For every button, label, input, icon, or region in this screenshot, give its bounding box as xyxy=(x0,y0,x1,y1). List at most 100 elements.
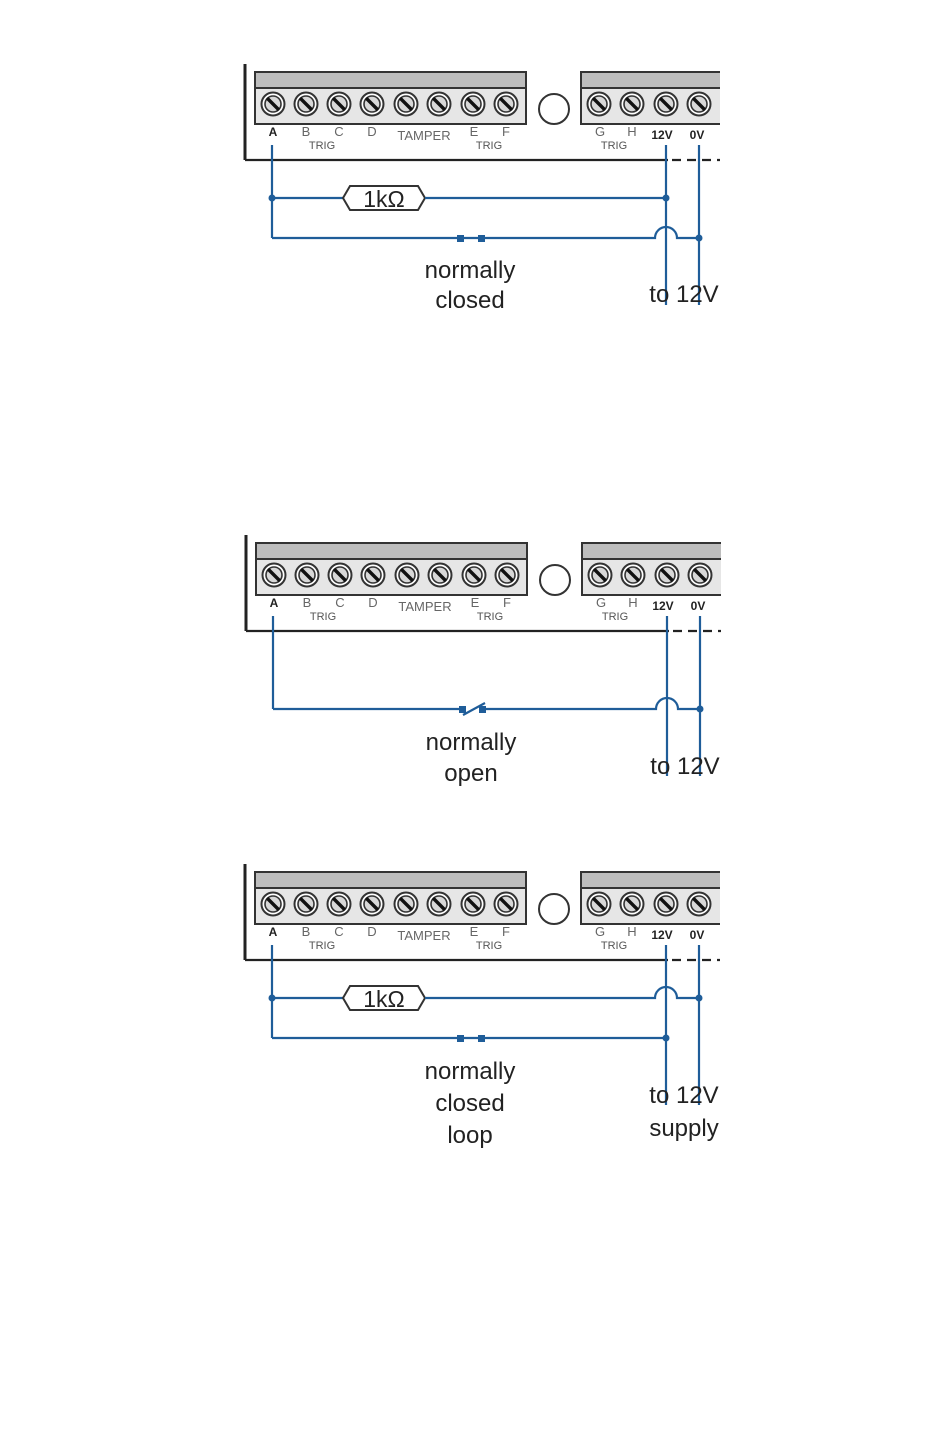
terminal-label-f: F xyxy=(502,924,510,939)
terminal-screw-icon xyxy=(589,564,612,587)
terminal-label-b: B xyxy=(302,124,311,139)
terminal-screw-icon xyxy=(495,893,518,916)
terminal-label-trig-bc: TRIG xyxy=(309,140,335,152)
terminal-label-g: G xyxy=(596,595,606,610)
terminal-screw-icon xyxy=(496,564,519,587)
terminal-screw-icon xyxy=(329,564,352,587)
terminal-screw-icon xyxy=(429,564,452,587)
terminal-screw-icon xyxy=(362,564,385,587)
terminal-label-trig-gh: TRIG xyxy=(601,940,627,952)
junction-dot xyxy=(663,1035,670,1042)
junction-dot xyxy=(696,235,703,242)
terminal-screw-icon xyxy=(428,93,451,116)
terminal-label-e: E xyxy=(470,124,479,139)
terminal-label-f: F xyxy=(502,124,510,139)
terminal-screw-icon xyxy=(688,893,711,916)
mounting-hole-icon xyxy=(540,565,570,595)
terminal-screw-icon xyxy=(462,93,485,116)
terminal-label-12v: 12V xyxy=(651,928,672,942)
terminal-screw-icon xyxy=(328,893,351,916)
terminal-block-right xyxy=(582,543,721,595)
terminal-label-12v: 12V xyxy=(652,599,673,613)
supply-label: to 12V xyxy=(650,753,719,780)
resistor-label: 1kΩ xyxy=(363,186,405,212)
terminal-block-left xyxy=(255,72,526,124)
terminal-label-d: D xyxy=(367,124,376,139)
terminal-screw-icon xyxy=(295,93,318,116)
contact-label-line1: normally xyxy=(426,729,517,756)
terminal-label-b: B xyxy=(303,595,312,610)
terminal-label-trig-ef: TRIG xyxy=(476,140,502,152)
terminal-label-h: H xyxy=(628,595,637,610)
terminal-label-c: C xyxy=(334,124,343,139)
terminal-screw-icon xyxy=(328,93,351,116)
contact-label-line2: closed xyxy=(435,287,504,314)
supply-label: to 12V xyxy=(649,281,718,308)
supply-label-line1: to 12V xyxy=(649,1082,718,1109)
contact-normally-open xyxy=(459,703,486,715)
terminal-label-e: E xyxy=(471,595,480,610)
terminal-block-left xyxy=(256,543,527,595)
terminal-block-right xyxy=(581,872,720,924)
terminal-block-left xyxy=(255,872,526,924)
terminal-screw-icon xyxy=(588,93,611,116)
terminal-label-tamper: TAMPER xyxy=(398,599,451,614)
terminal-label-e: E xyxy=(470,924,479,939)
terminal-label-0v: 0V xyxy=(690,928,705,942)
terminal-screw-icon xyxy=(621,93,644,116)
terminal-screw-icon xyxy=(689,564,712,587)
terminal-screw-icon xyxy=(462,893,485,916)
junction-dot xyxy=(696,995,703,1002)
terminal-screw-icon xyxy=(361,893,384,916)
contact-normally-closed xyxy=(457,235,485,242)
resistor-1k: 1kΩ xyxy=(343,986,425,1012)
contact-label-line3: loop xyxy=(447,1122,492,1149)
terminal-screw-icon xyxy=(361,93,384,116)
contact-label-line1: normally xyxy=(425,257,516,284)
junction-dot xyxy=(697,706,704,713)
terminal-label-a: A xyxy=(269,925,278,939)
terminal-screw-icon xyxy=(262,93,285,116)
terminal-label-trig-gh: TRIG xyxy=(602,611,628,623)
contact-label-line1: normally xyxy=(425,1058,516,1085)
terminal-label-h: H xyxy=(627,924,636,939)
supply-label-line2: supply xyxy=(649,1115,718,1142)
resistor-label: 1kΩ xyxy=(363,986,405,1012)
terminal-screw-icon xyxy=(395,893,418,916)
terminal-screw-icon xyxy=(655,893,678,916)
junction-dot xyxy=(269,995,276,1002)
terminal-screw-icon xyxy=(495,93,518,116)
contact-normally-closed xyxy=(457,1035,485,1042)
contact-label-line2: open xyxy=(444,760,497,787)
terminal-screw-icon xyxy=(622,564,645,587)
terminal-screw-icon xyxy=(295,893,318,916)
junction-dot xyxy=(663,195,670,202)
terminal-screw-icon xyxy=(688,93,711,116)
terminal-label-tamper: TAMPER xyxy=(397,128,450,143)
terminal-label-d: D xyxy=(368,595,377,610)
terminal-panel: ABCDTAMPEREFTRIGTRIGGHTRIG12V0V xyxy=(246,535,721,631)
terminal-screw-icon xyxy=(621,893,644,916)
terminal-label-b: B xyxy=(302,924,311,939)
terminal-label-g: G xyxy=(595,124,605,139)
terminal-block-right xyxy=(581,72,720,124)
terminal-screw-icon xyxy=(428,893,451,916)
terminal-screw-icon xyxy=(656,564,679,587)
terminal-screw-icon xyxy=(588,893,611,916)
terminal-label-h: H xyxy=(627,124,636,139)
resistor-1k: 1kΩ xyxy=(343,186,425,212)
terminal-label-tamper: TAMPER xyxy=(397,928,450,943)
terminal-label-trig-bc: TRIG xyxy=(309,940,335,952)
terminal-label-d: D xyxy=(367,924,376,939)
terminal-screw-icon xyxy=(296,564,319,587)
mounting-hole-icon xyxy=(539,894,569,924)
terminal-label-trig-ef: TRIG xyxy=(477,611,503,623)
